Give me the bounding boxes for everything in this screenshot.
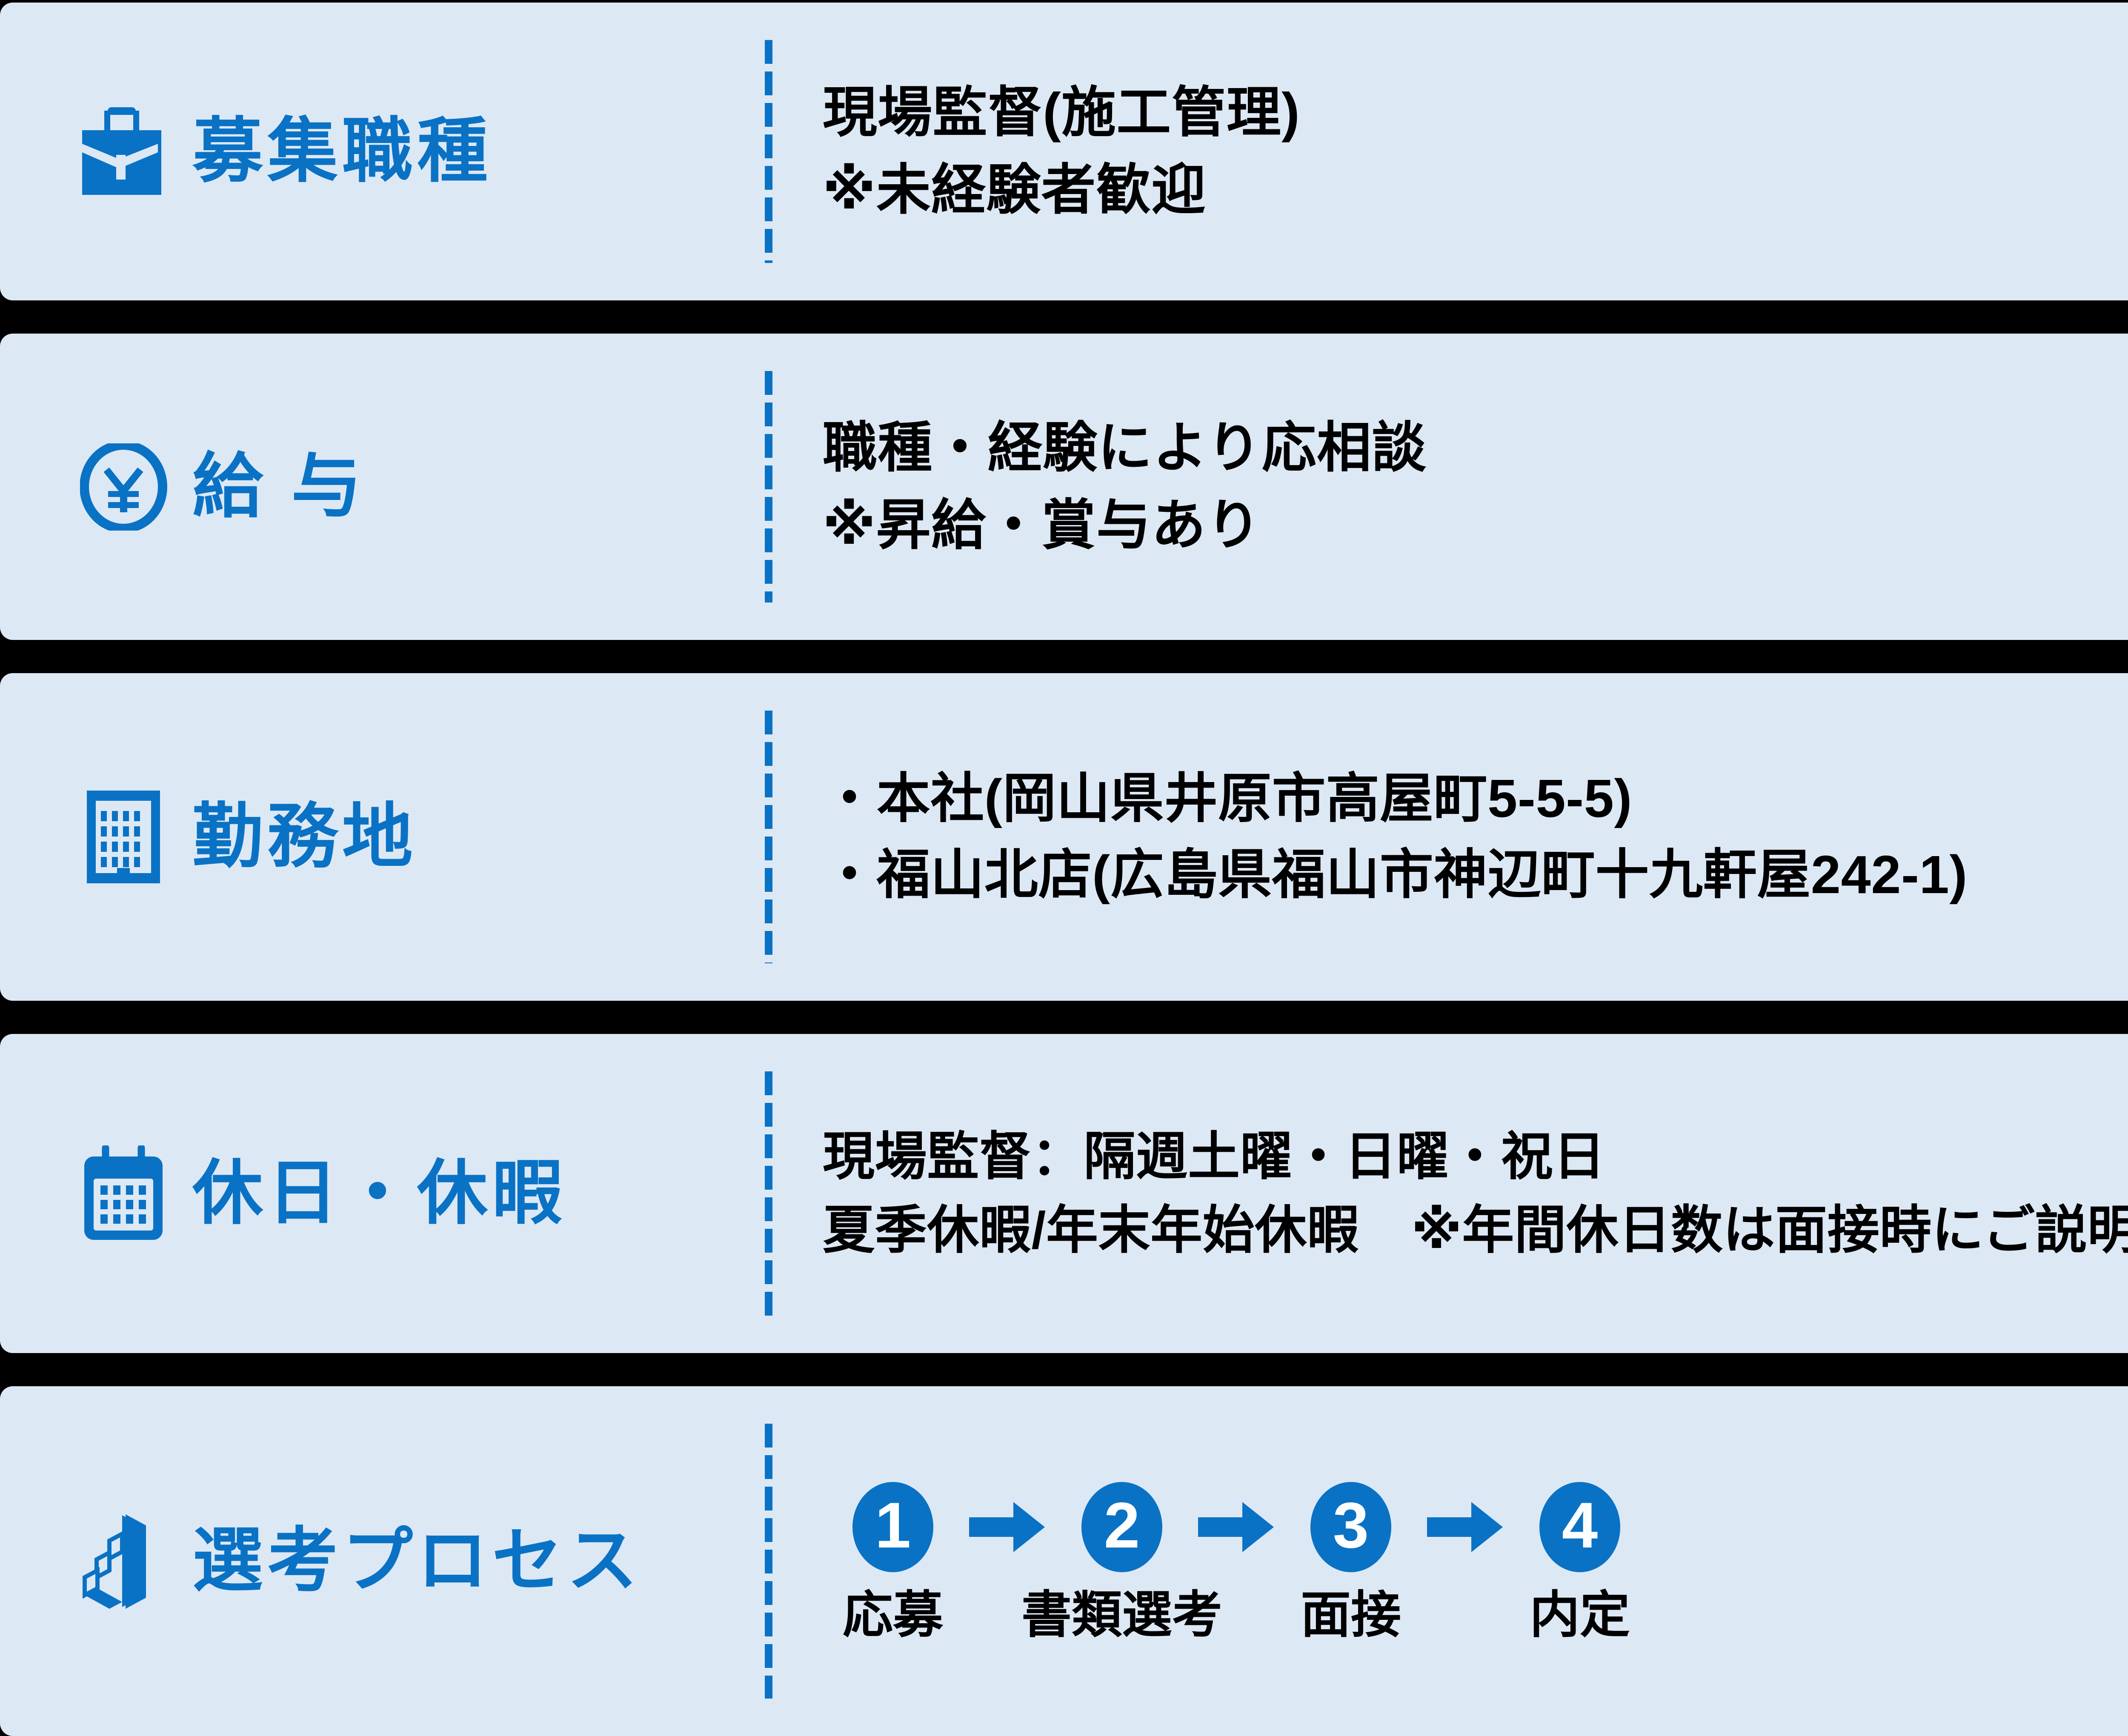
step-number-badge: 3: [1310, 1482, 1391, 1572]
row-label-job-type: 募集職種: [192, 112, 492, 191]
table-row-salary: 給 与 職種・経験により応相談 ※昇給・賞与あり: [0, 334, 2128, 640]
table-row-location: 勤務地 ・本社(岡山県井原市高屋町5-5-5) ・福山北店(広島県福山市神辺町十…: [0, 673, 2128, 1001]
step-number-badge: 1: [852, 1482, 933, 1572]
dashed-divider: [765, 1071, 772, 1316]
arrow-right-icon: [1192, 1499, 1281, 1555]
content-line: 現場監督：隔週土曜・日曜・祝日: [823, 1127, 1606, 1185]
calendar-icon: [72, 1142, 174, 1245]
content-cell-job-type: 現場監督(施工管理) ※未経験者歓迎: [772, 74, 2128, 229]
label-cell-job-type: 募集職種: [0, 100, 765, 203]
label-cell-location: 勤務地: [0, 786, 765, 888]
arrow-right-icon: [963, 1499, 1052, 1555]
content-cell-process: 1 応募 2 書類選考 3: [772, 1482, 2128, 1640]
content-line: ・本社(岡山県井原市高屋町5-5-5): [823, 768, 1633, 829]
building-icon: [72, 786, 174, 888]
dashed-divider: [765, 1424, 772, 1699]
content-line: ※昇給・賞与あり: [823, 495, 1261, 556]
step-label: 面接: [1300, 1587, 1401, 1643]
row-label-holiday: 休日・休暇: [192, 1154, 567, 1233]
arrow-right-icon: [1421, 1499, 1510, 1555]
step-label: 内定: [1529, 1587, 1630, 1643]
table-row-process: 選考プロセス 1 応募 2 書類選考: [0, 1386, 2128, 1736]
step-label: 応募: [842, 1587, 943, 1643]
label-cell-holiday: 休日・休暇: [0, 1142, 765, 1245]
label-cell-process: 選考プロセス: [0, 1510, 765, 1612]
stairs-icon: [72, 1510, 174, 1612]
content-line: 夏季休暇/年末年始休暇 ※年間休日数は面接時にご説明: [823, 1201, 2128, 1259]
process-step-4: 4 内定: [1510, 1482, 1650, 1640]
label-cell-salary: 給 与: [0, 436, 765, 538]
content-line: ※未経験者歓迎: [823, 160, 1207, 220]
dashed-divider: [765, 711, 772, 963]
step-label: 書類選考: [1021, 1587, 1223, 1643]
selection-process-steps: 1 応募 2 書類選考 3: [823, 1482, 2128, 1640]
dashed-divider: [765, 371, 772, 602]
content-cell-location: ・本社(岡山県井原市高屋町5-5-5) ・福山北店(広島県福山市神辺町十九軒屋2…: [772, 761, 2128, 913]
process-step-1: 1 応募: [823, 1482, 963, 1640]
briefcase-icon: [72, 100, 174, 203]
table-row-holiday: 休日・休暇 現場監督：隔週土曜・日曜・祝日 夏季休暇/年末年始休暇 ※年間休日数…: [0, 1034, 2128, 1353]
content-cell-salary: 職種・経験により応相談 ※昇給・賞与あり: [772, 409, 2128, 564]
row-label-salary: 給 与: [192, 447, 366, 526]
table-row-job-type: 募集職種 現場監督(施工管理) ※未経験者歓迎: [0, 3, 2128, 300]
step-number-badge: 4: [1539, 1482, 1620, 1572]
content-line: 現場監督(施工管理): [823, 82, 1301, 143]
content-line: 職種・経験により応相談: [823, 417, 1427, 479]
step-number-badge: 2: [1081, 1482, 1162, 1572]
dashed-divider: [765, 40, 772, 263]
row-label-location: 勤務地: [192, 797, 417, 876]
content-cell-holiday: 現場監督：隔週土曜・日曜・祝日 夏季休暇/年末年始休暇 ※年間休日数は面接時にご…: [772, 1120, 2128, 1267]
process-step-2: 2 書類選考: [1021, 1482, 1222, 1640]
content-line: ・福山北店(広島県福山市神辺町十九軒屋242-1): [823, 845, 1968, 905]
process-step-3: 3 面接: [1281, 1482, 1421, 1640]
yen-circle-icon: [72, 436, 174, 538]
row-label-process: 選考プロセス: [192, 1522, 642, 1600]
